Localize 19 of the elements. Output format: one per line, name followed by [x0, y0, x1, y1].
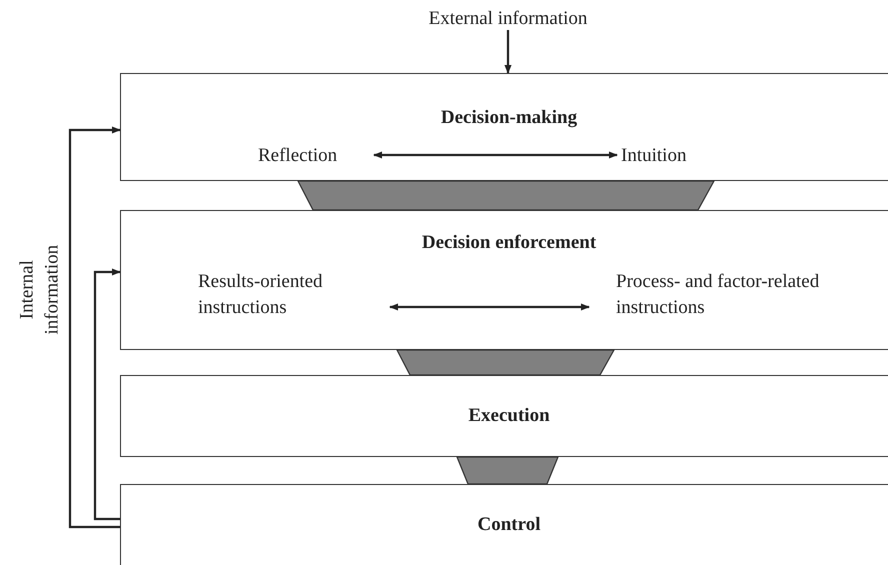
arrow	[94, 268, 121, 520]
text-label: Intuition	[621, 143, 711, 169]
layer-heading: Execution	[468, 404, 550, 428]
layer-heading: Control	[478, 513, 540, 537]
text-label: Results-oriented instructions	[198, 269, 391, 323]
layer-box	[120, 73, 888, 181]
layer-box	[120, 484, 888, 565]
text-label: Process- and factor-related instructions	[589, 269, 861, 323]
layer-box	[120, 375, 888, 457]
text-label: Reflection	[258, 143, 370, 169]
arrow	[68, 126, 121, 528]
text-label: External information	[420, 6, 596, 30]
layer-heading: Decision enforcement	[422, 231, 596, 255]
layer-heading: Decision-making	[440, 106, 578, 130]
arrow	[504, 30, 512, 74]
layer-box	[120, 210, 888, 350]
arrow	[373, 151, 618, 159]
side-label: Internal information	[15, 244, 63, 337]
arrow	[389, 303, 590, 311]
